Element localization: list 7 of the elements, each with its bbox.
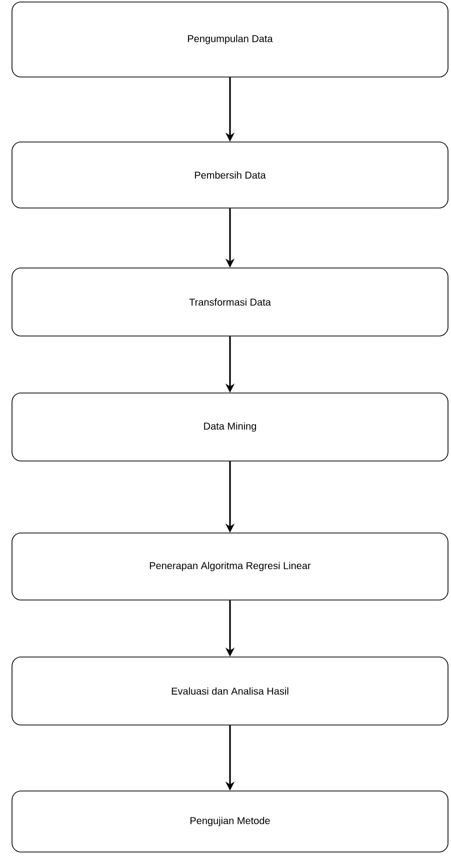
process-box: Transformasi Data [12, 268, 448, 336]
process-box: Pengumpulan Data [12, 2, 448, 78]
process-box: Pengujian Metode [12, 790, 448, 852]
process-box: Data Mining [12, 392, 448, 462]
process-box: Penerapan Algoritma Regresi Linear [12, 532, 448, 600]
process-box: Evaluasi dan Analisa Hasil [12, 656, 448, 726]
process-box: Pembersih Data [12, 142, 448, 208]
